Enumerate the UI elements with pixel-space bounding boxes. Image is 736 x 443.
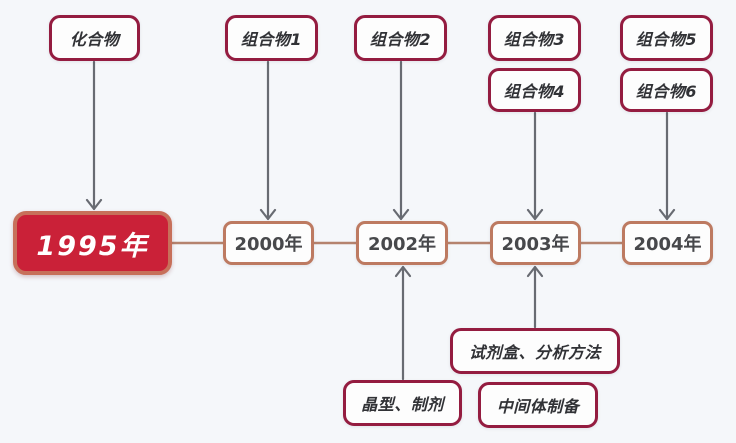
node-composition-2[interactable]: 组合物2: [354, 15, 447, 61]
node-kit-analysis-method[interactable]: 试剂盒、分析方法: [450, 328, 620, 374]
timeline-year-2000[interactable]: 2000年: [223, 221, 314, 265]
arrow-comp1-to-2000: [259, 60, 277, 221]
node-composition-6[interactable]: 组合物6: [620, 68, 713, 112]
arrow-comp2-to-2002: [392, 60, 410, 221]
node-intermediate-preparation[interactable]: 中间体制备: [478, 382, 598, 428]
timeline-root-1995[interactable]: 1995年: [13, 211, 172, 275]
node-composition-1[interactable]: 组合物1: [225, 15, 318, 61]
arrow-comp6-to-2004: [658, 111, 676, 221]
node-composition-5[interactable]: 组合物5: [620, 15, 713, 61]
arrow-comp4-to-2003: [526, 111, 544, 221]
arrow-kit-to-2003: [526, 265, 544, 329]
node-composition-3[interactable]: 组合物3: [488, 15, 581, 61]
timeline-year-2004[interactable]: 2004年: [622, 221, 713, 265]
arrow-crystal-to-2002: [394, 265, 412, 381]
timeline-year-2002[interactable]: 2002年: [356, 221, 448, 265]
node-composition-4[interactable]: 组合物4: [488, 68, 581, 112]
node-crystal-formulation[interactable]: 晶型、制剂: [343, 380, 462, 426]
node-compound[interactable]: 化合物: [49, 15, 140, 61]
timeline-year-2003[interactable]: 2003年: [490, 221, 581, 265]
arrow-compound-to-1995: [85, 60, 103, 211]
